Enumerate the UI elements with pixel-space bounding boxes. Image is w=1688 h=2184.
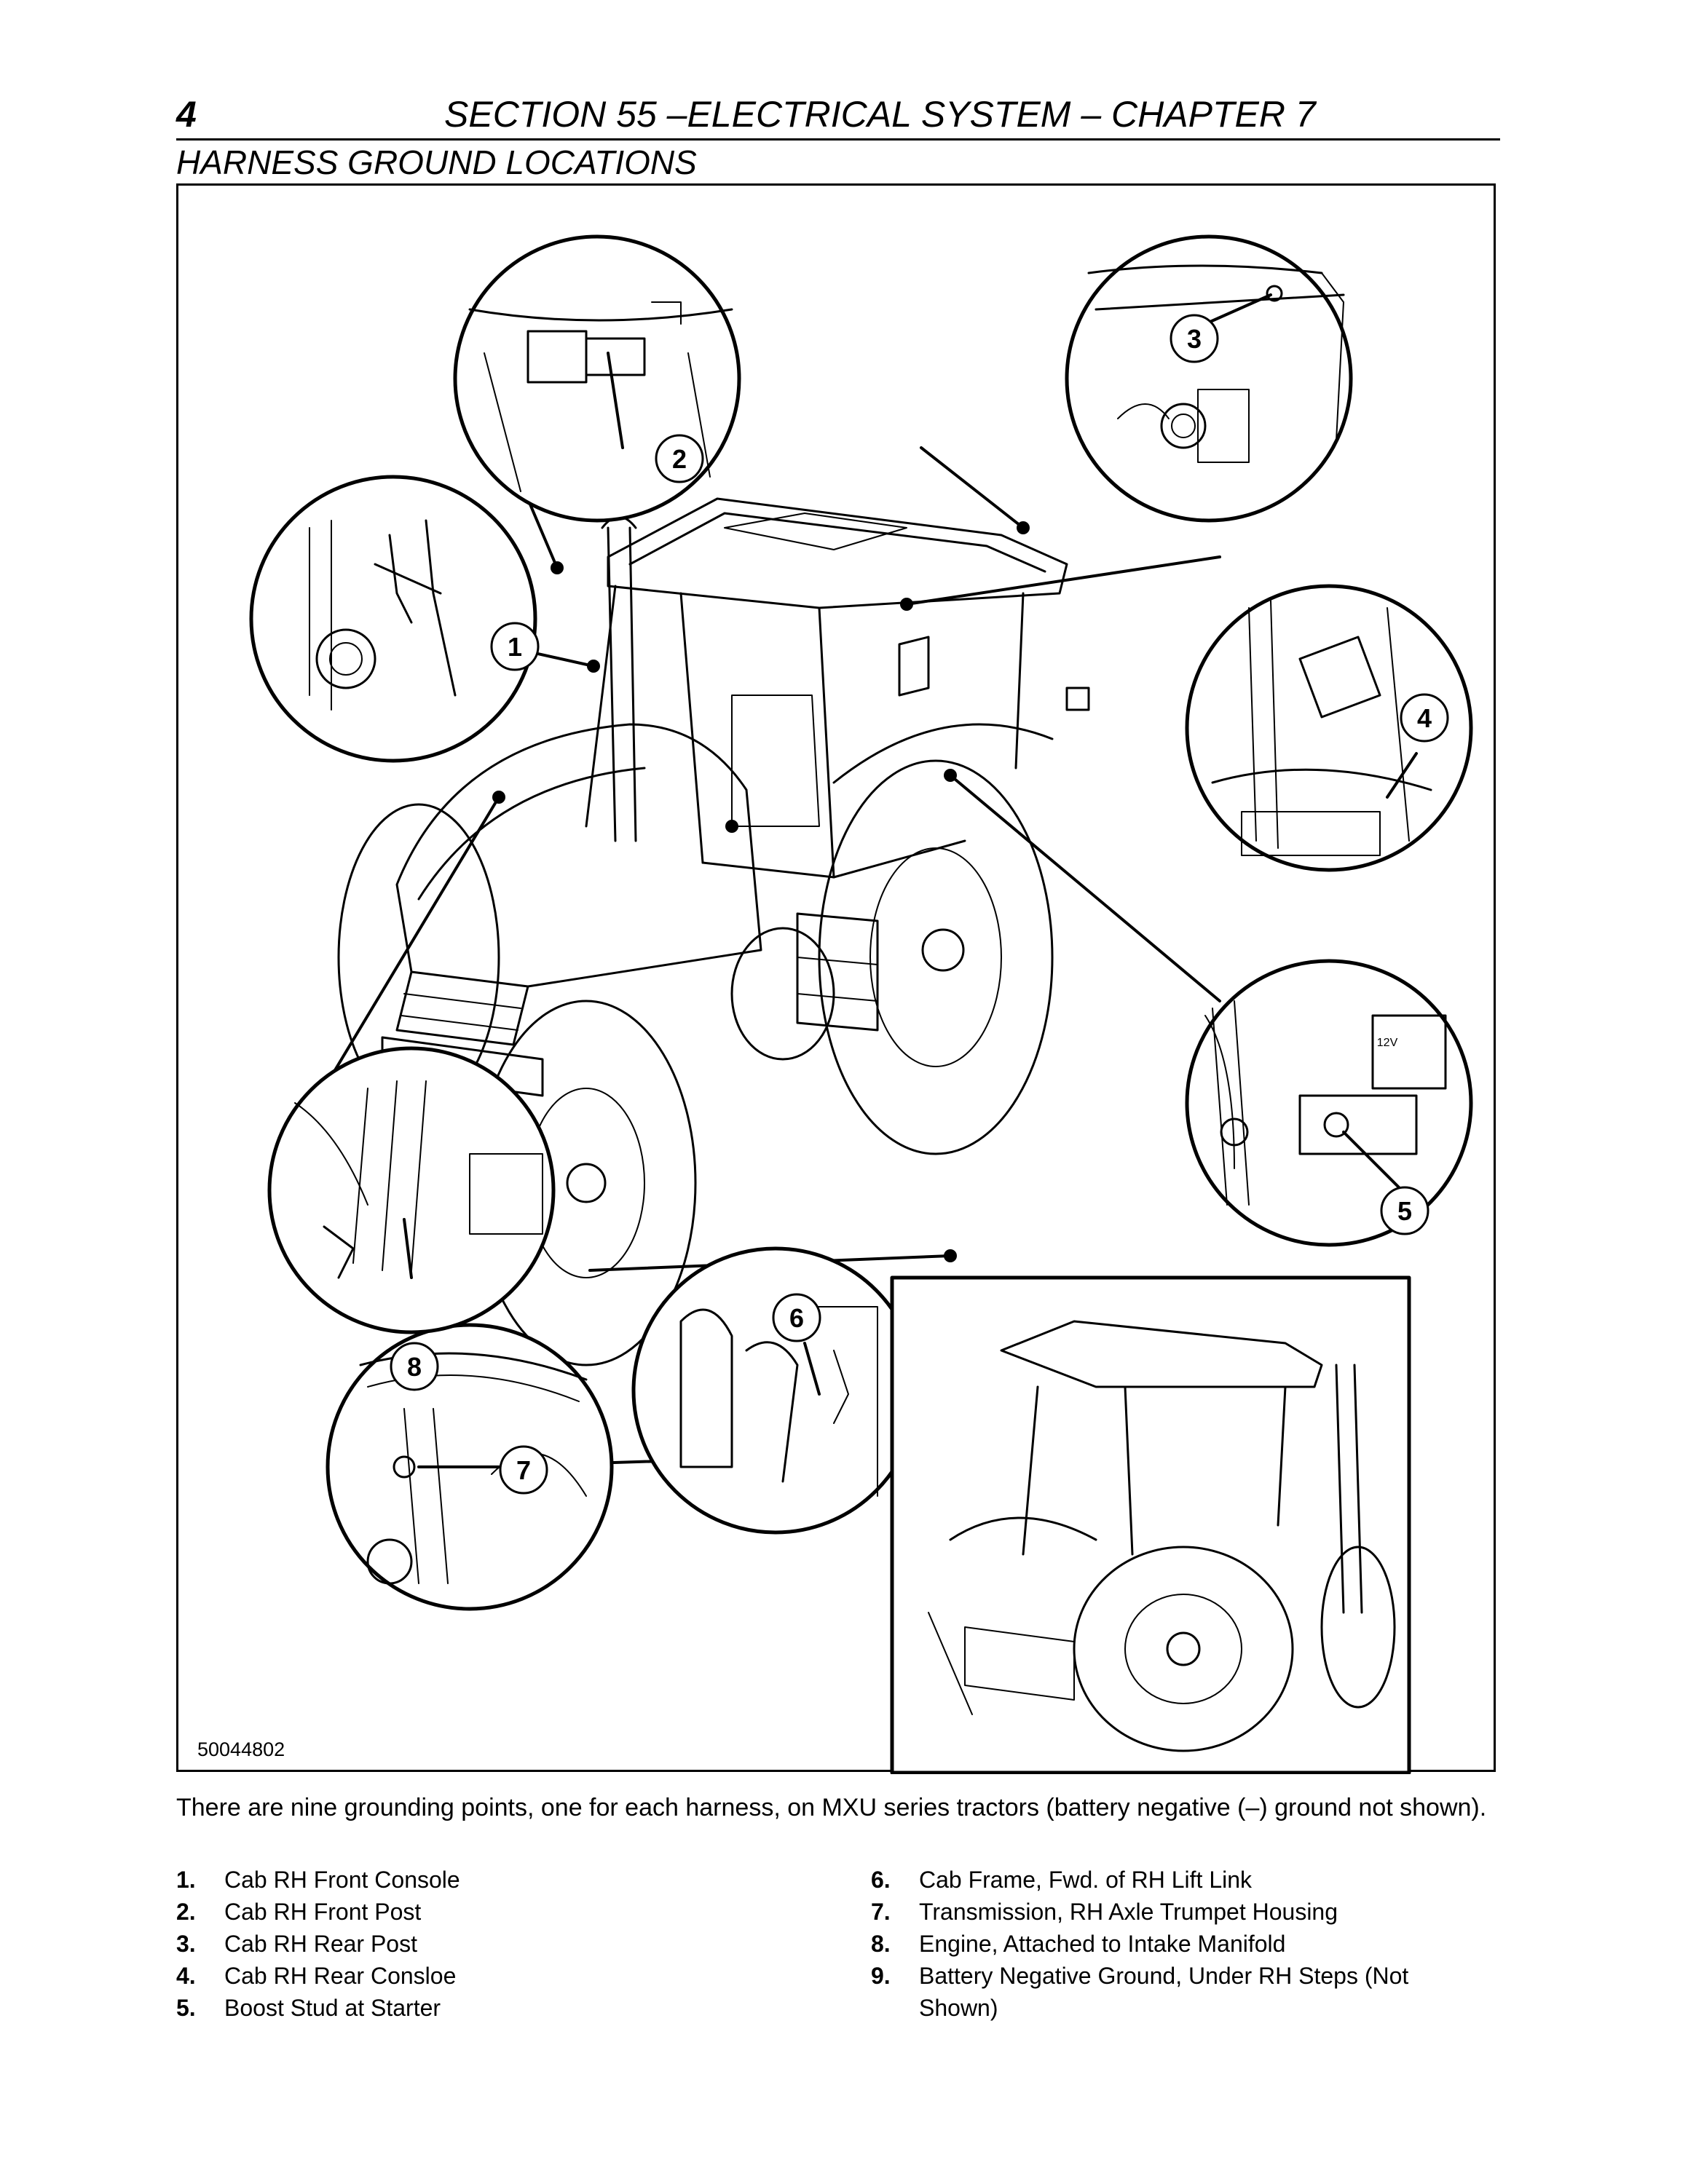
- legend-text: Engine, Attached to Intake Manifold: [919, 1931, 1286, 1957]
- section-title: SECTION 55 –ELECTRICAL SYSTEM – CHAPTER …: [444, 94, 1316, 135]
- legend-item: 3. Cab RH Rear Post: [176, 1928, 734, 1960]
- detail-circle-6: [631, 1246, 920, 1535]
- callout-3-label: 3: [1187, 324, 1202, 354]
- legend-text: Transmission, RH Axle Trumpet Housing: [919, 1899, 1338, 1925]
- legend-item: 6. Cab Frame, Fwd. of RH Lift Link: [871, 1864, 1429, 1896]
- legend-left: 1. Cab RH Front Console 2. Cab RH Front Po…: [176, 1864, 734, 2024]
- legend-text: Cab RH Rear Consloe: [224, 1963, 457, 1989]
- header-rule: [176, 138, 1500, 141]
- legend-number: 5.: [176, 1995, 196, 2021]
- legend-item: 4. Cab RH Rear Consloe: [176, 1960, 734, 1992]
- detail-circle-7: [326, 1323, 614, 1611]
- legend-right: 6. Cab Frame, Fwd. of RH Lift Link 7. Tran…: [871, 1864, 1429, 2024]
- legend-text: Cab Frame, Fwd. of RH Lift Link: [919, 1867, 1253, 1893]
- callout-8-label: 8: [407, 1352, 422, 1382]
- callout-2: 2: [655, 434, 704, 483]
- legend-text: Cab RH Front Console: [224, 1867, 460, 1893]
- legend-text: Cab RH Rear Post: [224, 1931, 417, 1957]
- figure-frame: 1 2 3 4 5 6 7: [176, 183, 1496, 1774]
- callout-1: 1: [490, 622, 540, 671]
- legend-number: 3.: [176, 1931, 196, 1957]
- subheading: HARNESS GROUND LOCATIONS: [176, 143, 697, 181]
- callout-6-label: 6: [789, 1303, 804, 1333]
- intro-paragraph: There are nine grounding points, one for…: [176, 1794, 1487, 1821]
- legend-number: 7.: [871, 1899, 891, 1925]
- legend-item: 5. Boost Stud at Starter: [176, 1992, 734, 2024]
- legend-number: 1.: [176, 1867, 196, 1893]
- legend-number: 9.: [871, 1963, 891, 1989]
- legend-number: 2.: [176, 1899, 196, 1925]
- legend-number: 4.: [176, 1963, 196, 1989]
- legend-text: Boost Stud at Starter: [224, 1995, 441, 2021]
- legend-number: 6.: [871, 1867, 891, 1893]
- legend-text: Cab RH Front Post: [224, 1899, 422, 1925]
- detail-circle-3: [1065, 234, 1353, 523]
- legend-item: 8. Engine, Attached to Intake Manifold: [871, 1928, 1429, 1960]
- callout-5: 5: [1380, 1186, 1429, 1235]
- detail-circle-5: [1185, 959, 1473, 1247]
- callout-3: 3: [1170, 314, 1219, 363]
- callout-8: 8: [390, 1342, 439, 1391]
- callout-5-label: 5: [1397, 1196, 1412, 1226]
- legend-item: 7. Transmission, RH Axle Trumpet Housing: [871, 1896, 1429, 1928]
- legend-text: Battery Negative Ground, Under RH Steps …: [919, 1963, 1409, 2021]
- legend-item: 1. Cab RH Front Console: [176, 1864, 734, 1896]
- rear-view-inset: [890, 1275, 1411, 1774]
- callout-4: 4: [1400, 693, 1449, 743]
- callout-1-label: 1: [508, 632, 522, 662]
- page-number: 4: [176, 94, 197, 135]
- callout-4-label: 4: [1417, 703, 1432, 733]
- figure-id: 50044802: [197, 1738, 285, 1760]
- harness-ground-illustration: 1 2 3 4 5 6 7: [249, 234, 1473, 1774]
- detail-circle-4: [1185, 584, 1473, 872]
- main-tractor-drawing: [337, 497, 1090, 1366]
- detail-circle-1: [249, 475, 537, 763]
- callout-6: 6: [772, 1293, 821, 1342]
- callout-2-label: 2: [672, 444, 687, 474]
- callout-7: 7: [499, 1445, 548, 1495]
- legend-number: 8.: [871, 1931, 891, 1957]
- callout-badges: 1 2 3 4 5 6 7: [390, 314, 1449, 1495]
- legend-item: 2. Cab RH Front Post: [176, 1896, 734, 1928]
- callout-7-label: 7: [516, 1455, 531, 1485]
- detail-circle-2: [453, 234, 741, 523]
- detail-circle-8: [267, 1046, 556, 1334]
- legend-item: 9. Battery Negative Ground, Under RH Step…: [871, 1960, 1429, 2024]
- battery-label: 12V: [1377, 1037, 1398, 1049]
